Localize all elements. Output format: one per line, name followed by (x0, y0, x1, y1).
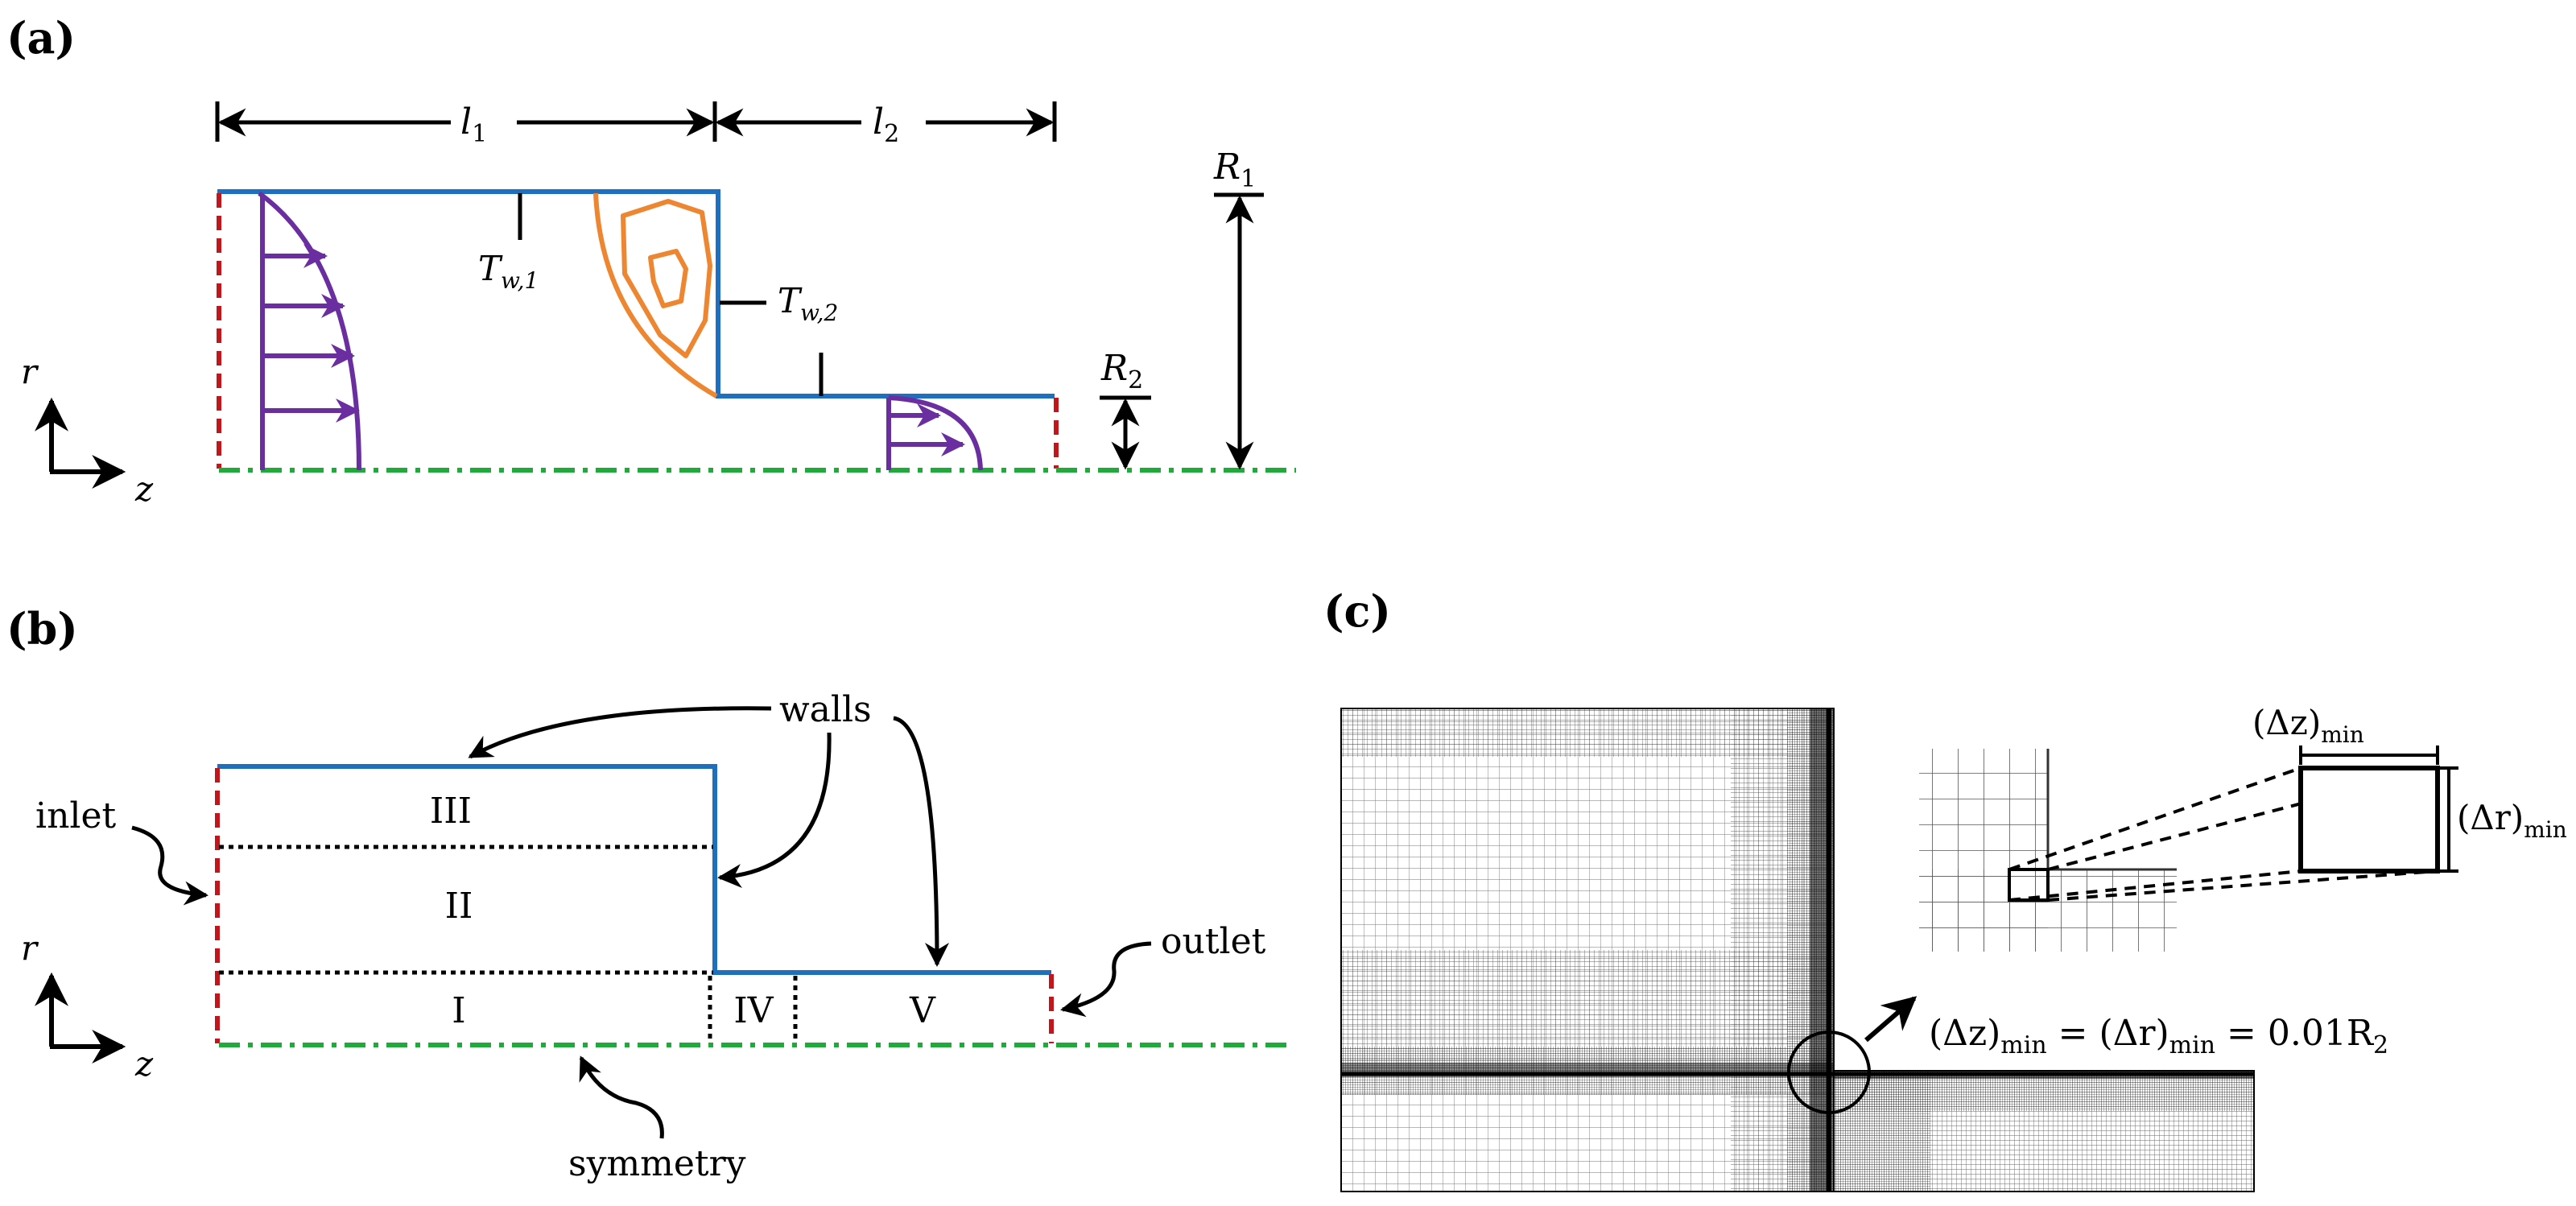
dz-min-label: (Δz)min (2252, 703, 2364, 748)
zoom-circle (1787, 1030, 1871, 1114)
dimension-l1: l1 (215, 101, 717, 148)
dimension-r1: R1 (1213, 147, 1264, 470)
dimension-r2: R2 (1100, 348, 1151, 470)
panel-b: (b) III II I IV V walls inlet outlet sym… (6, 603, 1288, 1184)
outlet-velocity-profile (886, 395, 983, 471)
wall-outline-a (217, 189, 1055, 399)
walls-arrow-3 (893, 716, 949, 967)
dim-r1-label: R1 (1213, 147, 1256, 193)
dz-min-dimension: (Δz)min (2252, 703, 2439, 765)
axes-b: r z (21, 928, 154, 1084)
outlet-label: outlet (1161, 921, 1266, 962)
wall-outline-b (217, 764, 1051, 975)
axis-r-label-a: r (21, 352, 39, 391)
symmetry-arrow (579, 1055, 664, 1139)
mesh-zoom-inset (1919, 749, 2177, 952)
mesh-upper-section (1340, 708, 1835, 1192)
dim-r2-label: R2 (1100, 348, 1143, 394)
wall-temp-2-label: Tw,2 (778, 281, 838, 326)
region-v-label: V (909, 990, 936, 1031)
dr-min-dimension: (Δr)min (2439, 766, 2567, 873)
walls-label: walls (779, 689, 872, 730)
region-iv-label: IV (733, 990, 774, 1031)
outlet-arrow (1060, 941, 1152, 1018)
dimension-l2: l2 (715, 101, 1057, 148)
walls-arrow-2 (717, 732, 832, 889)
recirculation-vortex (593, 192, 718, 399)
inlet-velocity-profile (258, 191, 361, 471)
region-iii-label: III (430, 791, 472, 832)
axis-z-label-a: z (134, 469, 154, 509)
axis-r-label-b: r (21, 928, 39, 968)
region-ii-label: II (445, 886, 473, 927)
axis-z-label-b: z (134, 1044, 154, 1084)
inlet-arrow (131, 825, 208, 906)
zoom-arrow (1864, 996, 1918, 1043)
panel-a: (a) l1 l2 Tw,1 Tw,2 (6, 12, 1296, 509)
min-cell-box (2298, 766, 2440, 874)
inlet-label: inlet (35, 795, 117, 836)
panel-c-label: (c) (1323, 585, 1391, 637)
wall-temp-1-label: Tw,1 (478, 249, 539, 294)
walls-arrow-1 (468, 706, 772, 759)
region-i-label: I (452, 990, 465, 1031)
mesh-lower-section (1833, 1070, 2255, 1192)
panel-a-label: (a) (6, 12, 76, 64)
mesh-resolution-equation: (Δz)min = (Δr)min = 0.01R2 (1929, 1013, 2388, 1059)
panel-c: (c) (1323, 585, 2567, 1192)
axes-a: r z (21, 352, 154, 509)
dim-l1-label: l1 (460, 101, 487, 148)
panel-b-label: (b) (6, 603, 78, 655)
symmetry-label: symmetry (568, 1143, 746, 1184)
dr-min-label: (Δr)min (2457, 798, 2567, 843)
dim-l2-label: l2 (873, 101, 899, 148)
